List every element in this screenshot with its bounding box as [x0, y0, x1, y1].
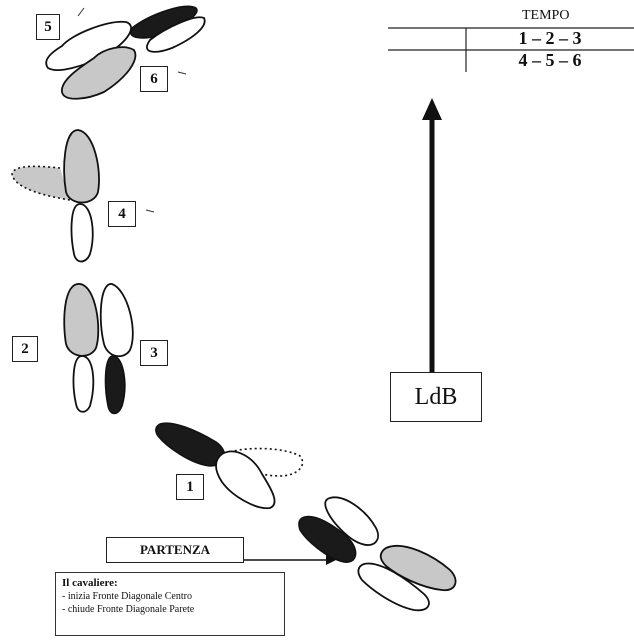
footprints-step-2-3	[63, 283, 134, 415]
footprint-black	[298, 515, 357, 563]
partenza-arrow-head	[326, 555, 336, 565]
start-label: PARTENZA	[106, 537, 244, 563]
tick-mark	[145, 209, 155, 213]
step-label-2: 2	[12, 336, 38, 362]
step-label-4: 4	[108, 201, 136, 227]
footprints-step-1	[155, 422, 304, 509]
footprints-step-5-6	[45, 5, 206, 100]
footprint-black	[155, 422, 226, 467]
footprint-grey	[61, 46, 137, 100]
footprint-dotted-grey	[11, 165, 71, 201]
step-label-3: 3	[140, 340, 168, 366]
footprint-white	[70, 203, 94, 263]
line-of-dance-label: LdB	[390, 372, 482, 422]
footprint-black	[104, 355, 126, 415]
caption-line: - inizia Fronte Diagonale Centro	[62, 591, 192, 602]
footprints-step-4	[11, 129, 100, 263]
step-label-5: 5	[36, 14, 60, 40]
tick-mark	[77, 7, 85, 17]
tempo-row-2: 4 – 5 – 6	[518, 50, 582, 70]
tempo-header: TEMPO	[522, 8, 570, 23]
footprint-white	[324, 496, 379, 546]
caption-box: Il cavaliere: - inizia Fronte Diagonale …	[55, 572, 285, 636]
ldb-arrow-head	[422, 98, 442, 120]
tick-mark	[177, 71, 187, 75]
caption-title: Il cavaliere:	[62, 577, 118, 589]
tempo-row-1: 1 – 2 – 3	[518, 28, 582, 48]
footprints-start	[298, 496, 457, 612]
step-label-1: 1	[176, 474, 204, 500]
footprint-white	[146, 16, 206, 53]
footprint-white	[72, 355, 95, 413]
footprint-white	[215, 450, 276, 509]
caption-line: - chiude Fronte Diagonale Parete	[62, 604, 195, 615]
footprint-white	[99, 283, 134, 358]
footprint-grey	[379, 545, 457, 592]
footprint-grey	[63, 129, 100, 204]
step-label-6: 6	[140, 66, 168, 92]
footprint-grey	[63, 283, 100, 357]
